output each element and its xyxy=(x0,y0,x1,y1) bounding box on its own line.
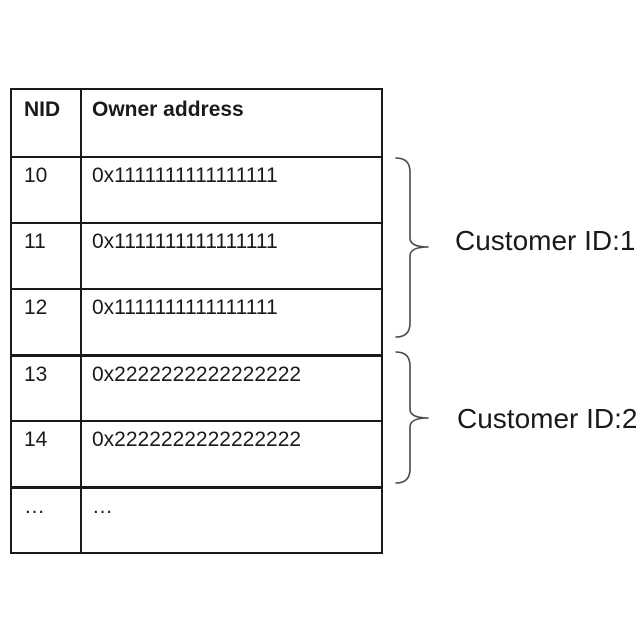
curly-brace-customer-1 xyxy=(395,157,429,338)
curly-brace-customer-2 xyxy=(395,351,429,484)
nid-cell: 10 xyxy=(12,158,82,222)
table-row: 11 0x1111111111111111 xyxy=(12,222,381,288)
header-cell-nid: NID xyxy=(12,90,82,156)
nid-owner-table: NID Owner address 10 0x1111111111111111 … xyxy=(10,88,383,554)
address-cell: 0x2222222222222222 xyxy=(92,428,302,451)
customer-id-2-label: Customer ID:2 xyxy=(457,403,638,434)
nid-cell: 14 xyxy=(12,422,82,486)
address-cell: 0x1111111111111111 xyxy=(92,296,278,319)
table-row: 14 0x2222222222222222 xyxy=(12,420,381,486)
address-cell: 0x1111111111111111 xyxy=(92,164,278,187)
header-cell-owner-address: Owner address xyxy=(92,98,244,121)
nid-cell: 13 xyxy=(12,357,82,420)
nid-cell: 12 xyxy=(12,290,82,354)
nid-cell: 11 xyxy=(12,224,82,288)
nid-cell: … xyxy=(12,489,82,552)
table-row: 12 0x1111111111111111 xyxy=(12,288,381,354)
table-row: 10 0x1111111111111111 xyxy=(12,156,381,222)
table-header-row: NID Owner address xyxy=(12,90,381,156)
address-cell: 0x2222222222222222 xyxy=(92,363,302,386)
address-cell: 0x1111111111111111 xyxy=(92,230,278,253)
address-cell: … xyxy=(92,495,113,518)
table-row-ellipsis: … … xyxy=(12,486,381,552)
table-row: 13 0x2222222222222222 xyxy=(12,354,381,420)
group-braces xyxy=(395,157,429,484)
customer-id-1-label: Customer ID:1 xyxy=(455,225,636,256)
